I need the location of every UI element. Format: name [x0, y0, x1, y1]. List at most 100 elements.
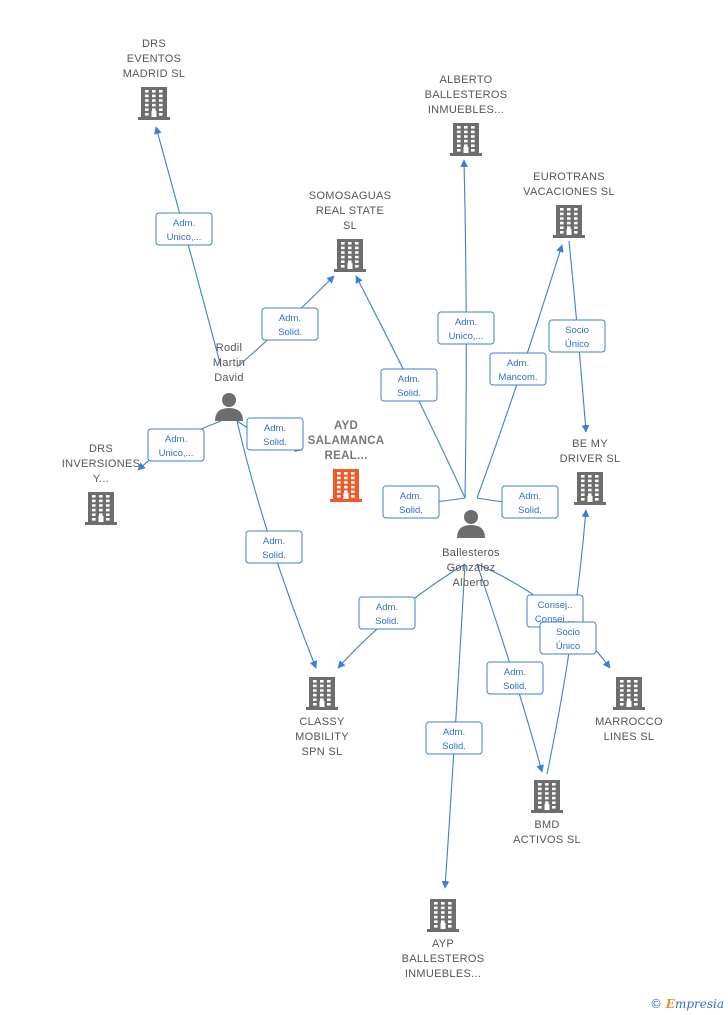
- edge-label-line: Solid.: [399, 505, 423, 516]
- edge-label[interactable]: Adm.Solid.: [245, 530, 303, 564]
- building-icon: [553, 205, 585, 238]
- edge-label-line: Adm.: [264, 423, 286, 434]
- building-icon: [427, 899, 459, 932]
- edge-label-box: [245, 530, 303, 564]
- node-bmd[interactable]: BMD ACTIVOS SL: [513, 780, 581, 846]
- building-icon: [450, 123, 482, 156]
- edge-label[interactable]: Adm.Solid.: [358, 596, 416, 630]
- node-label-line: AYD: [334, 420, 358, 432]
- edge-label[interactable]: Adm.Solid.: [501, 485, 559, 519]
- edge-label-box: [548, 319, 606, 353]
- edge-label-line: Socio: [565, 325, 589, 336]
- person-icon: [215, 393, 243, 421]
- edge-label-line: Adm.: [263, 536, 285, 547]
- edge-label[interactable]: Consej.. Consej....: [526, 594, 584, 628]
- empresia-credit[interactable]: © Empresia: [650, 997, 724, 1011]
- edge-label[interactable]: Adm.Solid.: [261, 307, 319, 341]
- node-label-line: BMD: [534, 819, 559, 831]
- edge-rodil-to-drs_eventos: [154, 126, 222, 368]
- building-icon: [613, 677, 645, 710]
- node-label-line: ALBERTO: [439, 74, 492, 86]
- node-label-line: Alberto: [453, 577, 490, 589]
- edge-label-line: Adm.: [279, 313, 301, 324]
- edge-label[interactable]: Adm. Solid.: [382, 485, 440, 519]
- edge-label[interactable]: Adm.Unico,...: [147, 428, 205, 462]
- edge-label-line: Único: [565, 339, 589, 350]
- edge-label-box: [261, 307, 319, 341]
- edge-label-line: Adm.: [376, 602, 398, 613]
- node-ayd-salamanca[interactable]: AYD SALAMANCA REAL...: [308, 420, 385, 502]
- edge-label[interactable]: Adm. Unico,...: [155, 212, 213, 246]
- edge-label[interactable]: Adm. Mancom.: [489, 352, 547, 386]
- node-alberto-ballesteros[interactable]: ALBERTO BALLESTEROS INMUEBLES...: [425, 74, 508, 156]
- edge-label-line: Solid.: [518, 505, 542, 516]
- edge-label-line: Consej..: [538, 600, 573, 611]
- edge-label-box: [437, 311, 495, 345]
- edge-label-line: Adm.: [504, 667, 526, 678]
- edge-label[interactable]: Adm. Solid.: [425, 721, 483, 755]
- brand-initial: E: [665, 997, 675, 1011]
- node-label-line: INMUEBLES...: [428, 104, 504, 116]
- edge-label[interactable]: Adm. Unico,...: [437, 311, 495, 345]
- node-label-line: ACTIVOS SL: [513, 834, 581, 846]
- node-label-line: MARROCCO: [595, 716, 663, 728]
- edge-label-line: Unico,...: [449, 331, 484, 342]
- edge-label-line: Adm.: [173, 218, 195, 229]
- edge-label-box: [380, 368, 438, 402]
- edge-label-line: Mancom.: [498, 372, 537, 383]
- edge-label[interactable]: Adm. Solid.: [246, 417, 304, 451]
- edge-label-line: Unico,...: [167, 232, 202, 243]
- edge-label-line: Adm.: [400, 491, 422, 502]
- node-label-line: REAL STATE: [316, 205, 384, 217]
- node-label-line: EVENTOS: [127, 53, 181, 65]
- person-icon: [457, 510, 485, 538]
- node-label-line: SALAMANCA: [308, 435, 385, 447]
- edge-label-line: Único: [556, 641, 580, 652]
- edge-label-line: Consej....: [535, 614, 575, 625]
- building-icon: [330, 469, 362, 502]
- edge-label-box: [147, 428, 205, 462]
- building-icon: [531, 780, 563, 813]
- edge-label-box: [358, 596, 416, 630]
- node-label-line: BALLESTEROS: [425, 89, 508, 101]
- node-label-line: EUROTRANS: [533, 171, 605, 183]
- building-icon: [334, 239, 366, 272]
- node-label-line: David: [214, 372, 244, 384]
- edge-label-line: Adm.: [443, 727, 465, 738]
- node-label-line: INMUEBLES...: [405, 968, 481, 980]
- building-icon: [85, 492, 117, 525]
- node-label-line: BALLESTEROS: [402, 953, 485, 965]
- edge-label[interactable]: Adm. Solid.: [380, 368, 438, 402]
- edge-label-line: Solid.: [442, 741, 466, 752]
- edge-label-line: Solid.: [263, 437, 287, 448]
- building-icon: [574, 472, 606, 505]
- edge-label-line: Unico,...: [159, 448, 194, 459]
- node-label-line: AYP: [432, 938, 454, 950]
- edge-label[interactable]: Adm.Solid.: [486, 661, 544, 695]
- node-label-line: REAL...: [325, 450, 368, 462]
- node-label-line: DRS: [142, 38, 166, 50]
- edge-label-line: Adm.: [507, 358, 529, 369]
- edge-label-line: Adm.: [455, 317, 477, 328]
- building-icon: [138, 87, 170, 120]
- node-label-line: SOMOSAGUAS: [309, 190, 391, 202]
- node-label-line: MOBILITY: [295, 731, 349, 743]
- node-label-line: CLASSY: [299, 716, 345, 728]
- edge-label-box: [382, 485, 440, 519]
- edge-labels-layer: Adm. Unico,... Adm. Solid. Adm. Unico,... Adm.…: [147, 212, 606, 755]
- node-drs-inversiones[interactable]: DRSINVERSIONESY...: [62, 443, 141, 525]
- node-label-line: Ballesteros: [442, 547, 500, 559]
- node-ayp[interactable]: AYP BALLESTEROS INMUEBLES...: [402, 899, 485, 980]
- edge-label-line: Solid.: [397, 388, 421, 399]
- edge-label-line: Adm.: [398, 374, 420, 385]
